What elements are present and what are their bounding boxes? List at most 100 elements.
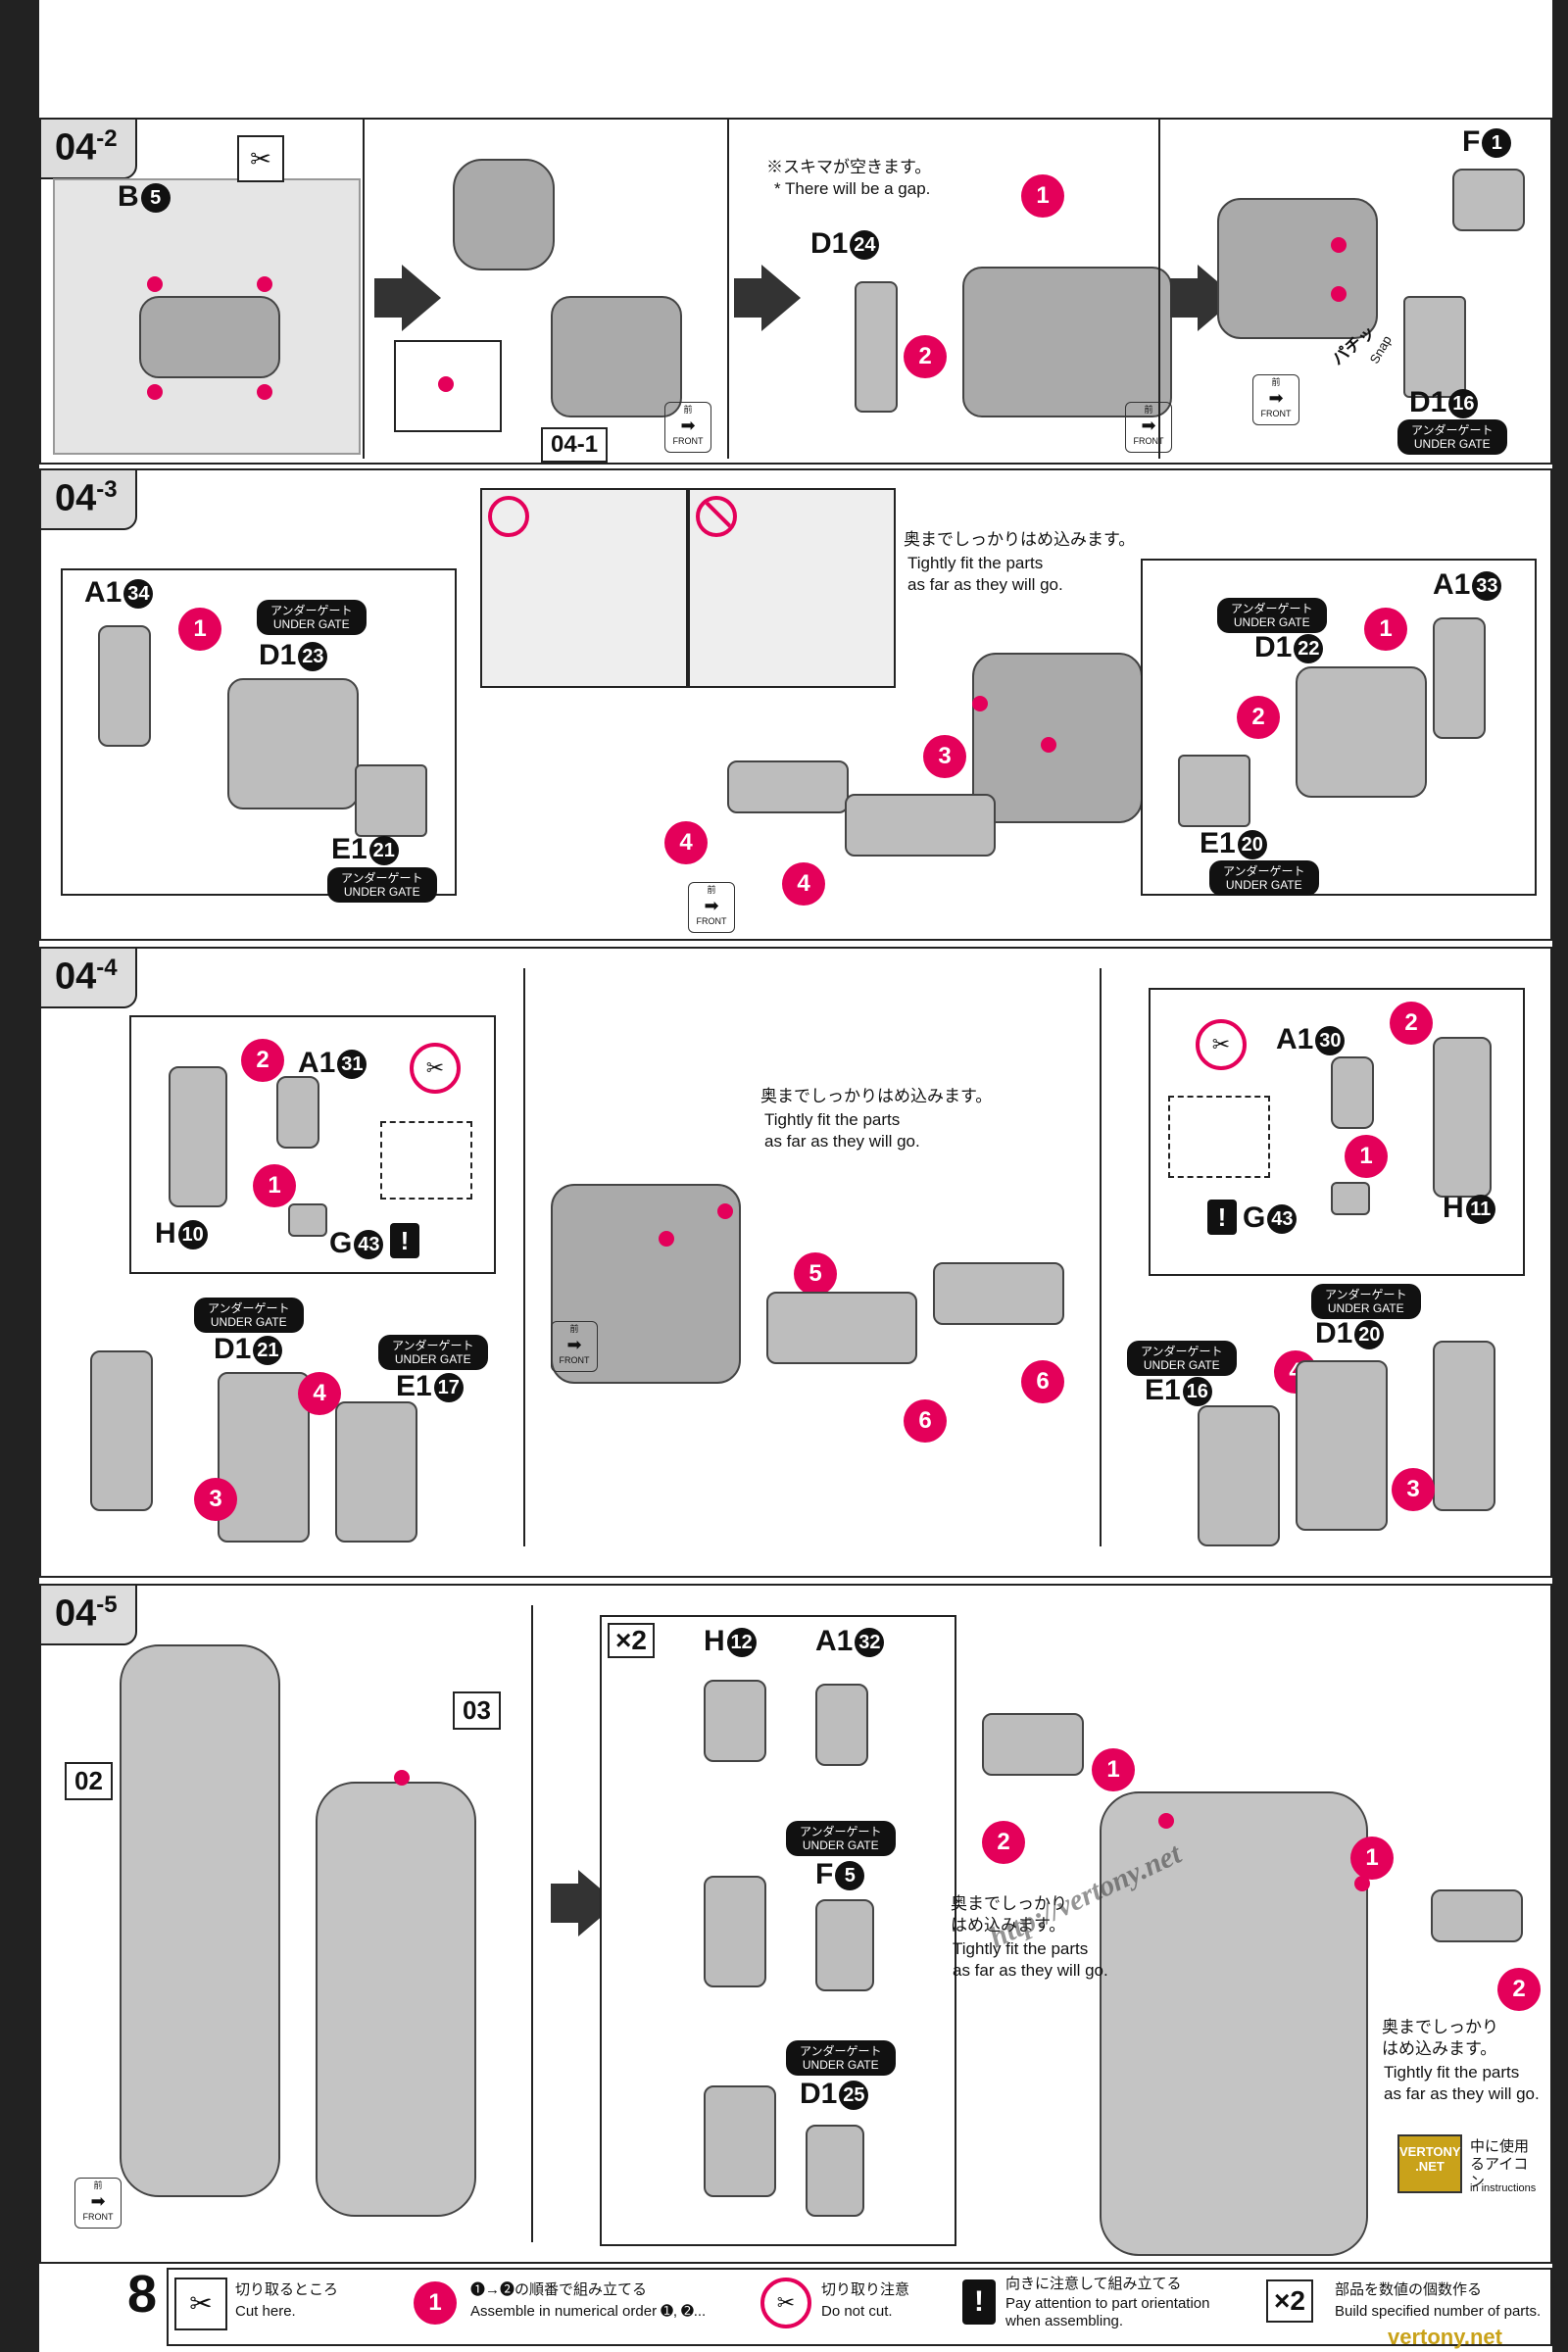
fit-note-jp-1: 奥までしっかり: [951, 1894, 1067, 1913]
legend-multiple-en: Build specified number of parts.: [1335, 2303, 1542, 2320]
joint-mark: [394, 1770, 410, 1786]
gate-mark: [257, 384, 272, 400]
divider: [1158, 120, 1160, 459]
legend-multiple: ×2 部品を数値の個数作る Build specified number of …: [1266, 2274, 1545, 2338]
ref-04-1: 04-1: [541, 427, 609, 463]
part-h11: [1433, 1037, 1492, 1198]
part-e1-16: [1198, 1405, 1280, 1546]
part-d1-22: [1296, 666, 1427, 798]
nipper-icon: ✂: [174, 2278, 227, 2330]
front-icon: 前➡FRONT: [74, 2178, 122, 2229]
fit-note-en-1: Tightly fit the parts: [764, 1110, 901, 1129]
front-icon: 前➡FRONT: [688, 882, 735, 933]
fit-mark: [1158, 1813, 1174, 1829]
front-icon: 前➡FRONT: [1252, 374, 1299, 425]
nipper-icon: ✂: [237, 135, 284, 182]
g43-detail-inset: [380, 1121, 472, 1200]
orientation-icon: !: [1207, 1200, 1237, 1235]
leg-right: [316, 1782, 476, 2217]
fit-mark: [1041, 737, 1056, 753]
divider: [523, 968, 525, 1546]
part-d1-24: [855, 281, 898, 413]
step-tag: 04-5: [39, 1584, 137, 1645]
part-right-armor: [933, 1262, 1064, 1325]
fit-note-en-2: as far as they will go.: [907, 575, 1063, 594]
order-1-badge: 1: [1345, 1135, 1388, 1178]
next-arrow: [374, 265, 441, 331]
fit-mark: [717, 1203, 733, 1219]
part-assembly-3: [1217, 198, 1378, 339]
legend-orientation: ! 向きに注意して組み立てる Pay attention to part ori…: [962, 2274, 1256, 2338]
legend-do-not-cut-jp: 切り取り注意: [821, 2281, 910, 2298]
times-two-box: [600, 1615, 956, 2246]
legend-order: 1 ➊→➋の順番で組み立てる Assemble in numerical ord…: [414, 2274, 727, 2338]
legend-order-en: Assemble in numerical order ➊, ➋...: [470, 2303, 707, 2320]
fit-note-jp-2: はめ込みます。: [951, 1916, 1066, 1935]
part-left-armor: [727, 760, 849, 813]
order-2-badge: 2: [1390, 1002, 1433, 1045]
order-3-badge: 3: [923, 735, 966, 778]
part-f1: [1452, 169, 1525, 231]
gap-note-jp: ※スキマが空きます。: [766, 158, 932, 176]
legend-orientation-en: Pay attention to part orientation when a…: [1005, 2295, 1210, 2329]
order-2-badge: 2: [982, 1821, 1025, 1864]
fit-note-en-1-right: Tightly fit the parts: [1384, 2063, 1520, 2082]
leg-left: [120, 1644, 280, 2197]
orientation-icon: !: [390, 1223, 419, 1258]
part-a1-30: [1331, 1056, 1374, 1129]
fit-note-en-2-right: as far as they will go.: [1384, 2084, 1540, 2103]
legend-orientation-jp: 向きに注意して組み立てる: [1005, 2276, 1182, 2292]
divider: [531, 1605, 533, 2242]
part-armor-top: [982, 1713, 1084, 1776]
fit-mark: [659, 1231, 674, 1247]
part-left-armor: [766, 1292, 917, 1364]
part-d1-23: [227, 678, 359, 809]
fit-note-jp-2-right: はめ込みます。: [1382, 2039, 1497, 2058]
part-e1-20: [1178, 755, 1250, 827]
times-two-badge: ×2: [608, 1623, 655, 1658]
divider: [1100, 968, 1102, 1546]
part-b5: [453, 159, 555, 270]
do-not-cut-icon: ✂: [1196, 1019, 1247, 1070]
do-not-cut-icon: ✂: [760, 2278, 811, 2328]
order-1-badge: 1: [1364, 608, 1407, 651]
fit-note-en-1: Tightly fit the parts: [953, 1939, 1089, 1958]
part-right-armor: [845, 794, 996, 857]
runner-part: [139, 296, 280, 378]
legend-cut: ✂ 切り取るところ Cut here.: [174, 2274, 370, 2338]
torso-assembly: [1100, 1791, 1368, 2256]
fit-note-en-1: Tightly fit the parts: [907, 554, 1044, 572]
divider: [727, 120, 729, 459]
order-5-badge: 5: [794, 1252, 837, 1296]
icon-note-jp: 中に使用るアイコン: [1470, 2138, 1530, 2190]
order-6-badge: 6: [904, 1399, 947, 1443]
legend-do-not-cut: ✂ 切り取り注意 Do not cut.: [760, 2274, 956, 2338]
icon-legend: ✂ 切り取るところ Cut here. 1 ➊→➋の順番で組み立てる Assem…: [167, 2268, 1552, 2346]
step-tag: 04-3: [39, 468, 137, 530]
do-not-cut-icon: ✂: [410, 1043, 461, 1094]
orientation-icon: !: [962, 2279, 996, 2325]
part-h10: [169, 1066, 227, 1207]
order-4-badge: 4: [782, 862, 825, 906]
fit-note-jp: 奥までしっかりはめ込みます。: [760, 1087, 993, 1105]
times-two-icon: ×2: [1266, 2279, 1313, 2323]
ref-02: 02: [65, 1762, 113, 1800]
